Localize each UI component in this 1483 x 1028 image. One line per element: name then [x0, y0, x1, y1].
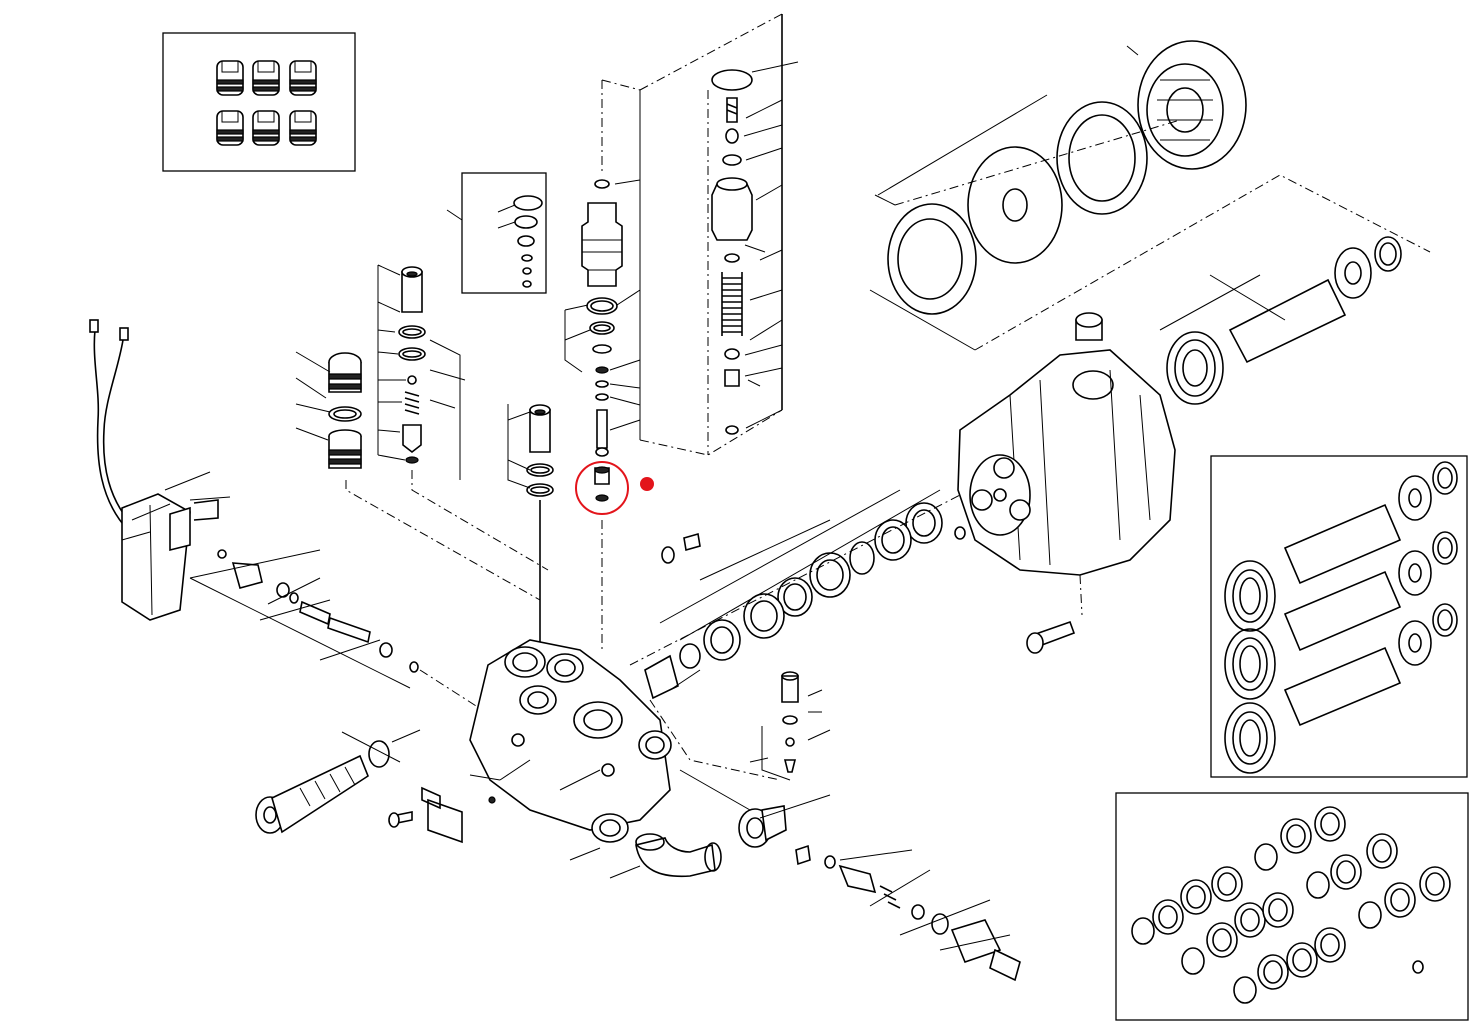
right-valve-stack — [564, 80, 641, 650]
middle-valve-stack — [507, 404, 554, 680]
highlight-marker — [575, 461, 654, 515]
inlet-fitting — [189, 549, 499, 721]
crank-washers — [869, 40, 1431, 351]
seal-row — [629, 489, 1076, 700]
discharge-fittings — [679, 769, 1021, 982]
piston-assembly — [1075, 236, 1402, 405]
valve-kit-parts — [216, 60, 317, 146]
plug-stack — [295, 351, 541, 601]
label-plate — [388, 786, 496, 844]
upper-valve-column — [601, 13, 799, 456]
crankcase-housing — [954, 349, 1176, 616]
piston-set-3 — [1224, 603, 1458, 774]
piston-kit-inset — [1210, 455, 1468, 778]
piston-set-2 — [1224, 531, 1458, 700]
nipple-stack — [649, 671, 831, 781]
piston-set-1 — [1224, 461, 1458, 632]
unloader-stack — [377, 264, 549, 571]
oring-kit-inset — [446, 172, 547, 294]
manifold-head — [469, 639, 672, 861]
seal-kit-parts — [1131, 806, 1451, 1004]
outlet-elbow — [609, 833, 722, 879]
pressure-switch — [89, 319, 231, 621]
valve-kit-inset — [162, 32, 356, 172]
seal-kit-inset — [1115, 792, 1469, 1021]
long-bolt — [255, 729, 421, 834]
